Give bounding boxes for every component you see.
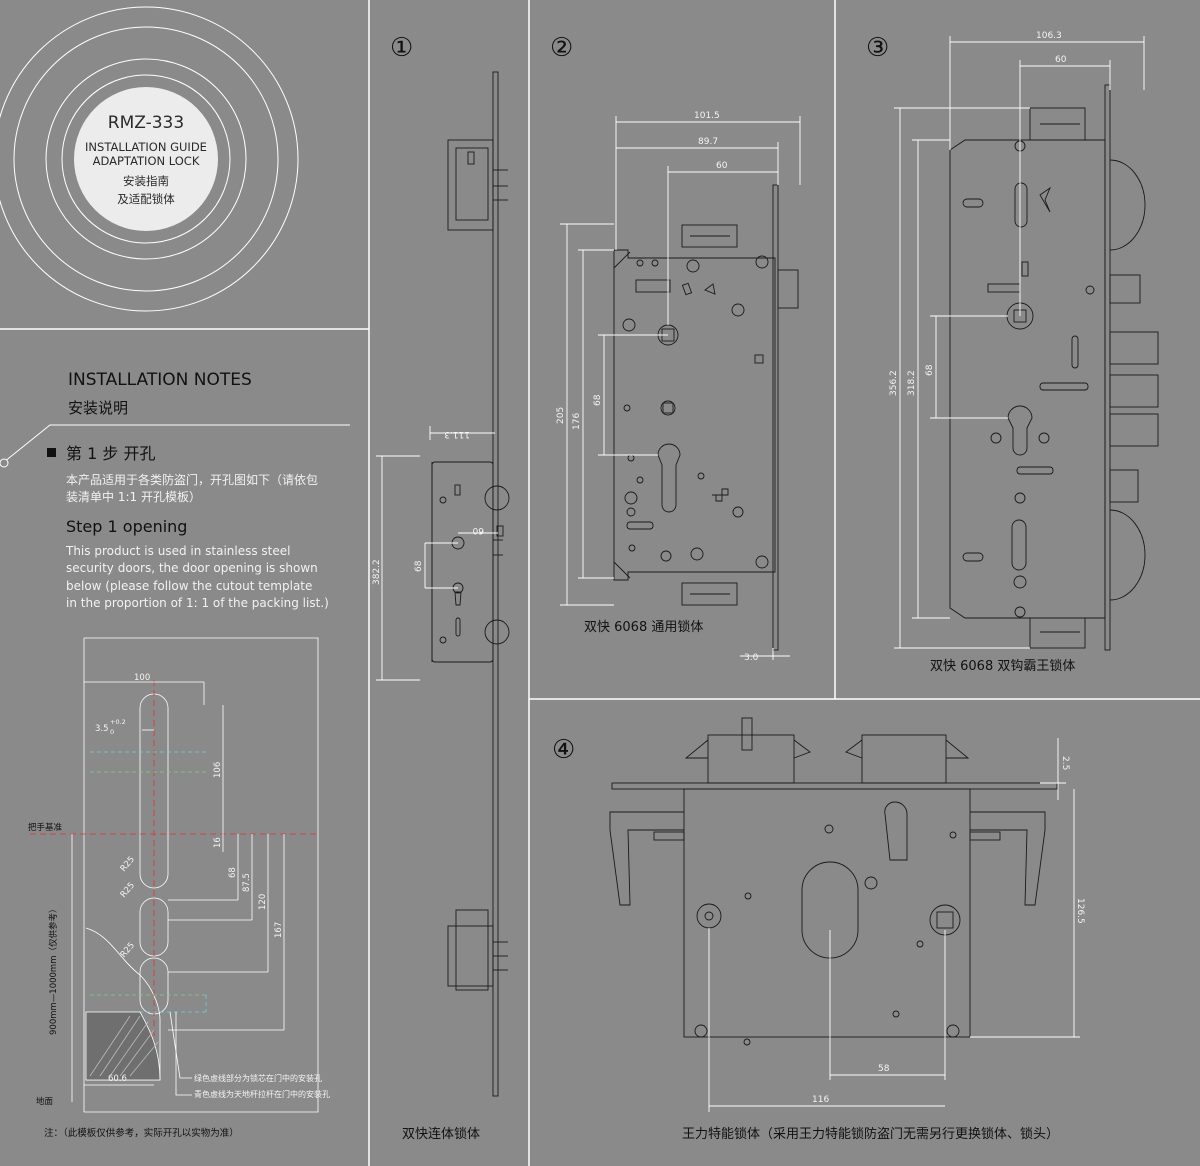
panel2-drawing xyxy=(560,116,801,660)
dim-167: 167 xyxy=(274,922,284,938)
panel1-dim-382-2: 382.2 xyxy=(372,559,382,585)
panel2-caption: 双快 6068 通用锁体 xyxy=(584,619,703,635)
dim-120: 120 xyxy=(258,894,268,910)
desc-en-2: security doors, the door opening is show… xyxy=(66,561,318,575)
step-cn: 第 1 步 开孔 xyxy=(66,444,155,463)
dim-100: 100 xyxy=(134,673,150,683)
dim-r25a: R25 xyxy=(119,855,137,874)
panel1-number: ① xyxy=(390,33,413,63)
panel4-caption: 王力特能锁体（采用王力特能锁防盗门无需另行更换锁体、锁头） xyxy=(682,1126,1059,1142)
dim-16: 16 xyxy=(213,837,223,848)
height-range: 900mm—1000mm（仅供参考） xyxy=(48,905,59,1035)
panel2-dim-176: 176 xyxy=(572,413,582,430)
panel3-dim-318-2: 318.2 xyxy=(907,370,917,396)
panel4-dim-2-5: 2.5 xyxy=(1060,756,1070,770)
panel2-dim-60: 60 xyxy=(716,161,728,171)
step-en: Step 1 opening xyxy=(66,517,187,536)
desc-en-1: This product is used in stainless steel xyxy=(65,544,290,558)
panel2-number: ② xyxy=(550,33,573,63)
panel2-dim-101-5: 101.5 xyxy=(694,111,720,121)
panel2-dim-68: 68 xyxy=(593,394,603,406)
panel4-number: ④ xyxy=(552,735,575,765)
dim-3-5: 3.5 xyxy=(95,724,109,734)
panel3-caption: 双快 6068 双钩霸王锁体 xyxy=(930,658,1075,674)
dim-68: 68 xyxy=(228,867,238,878)
panel3-drawing xyxy=(894,36,1159,651)
ground-label: 地面 xyxy=(36,1096,54,1107)
panel1-labels: ① 111.3 60 382.2 68 双快连体锁体 xyxy=(372,33,484,1142)
panel4-dim-126-5: 126.5 xyxy=(1075,898,1085,924)
green-note: 绿色虚线部分为锁芯在门中的安装孔 xyxy=(194,1073,322,1083)
panel2-dim-205: 205 xyxy=(556,407,566,424)
panel1-dim-68: 68 xyxy=(414,560,424,572)
panel3-dim-68: 68 xyxy=(925,364,935,376)
badge-line1: INSTALLATION GUIDE xyxy=(85,140,207,154)
panel4-dim-58: 58 xyxy=(878,1064,890,1074)
installation-notes: INSTALLATION NOTES 安装说明 第 1 步 开孔 本产品适用于各… xyxy=(0,370,350,610)
dim-87-5: 87.5 xyxy=(242,873,252,892)
dim-plus: +0.2 xyxy=(110,718,126,726)
panel4-labels: ④ 2.5 126.5 58 116 王力特能锁体（采用王力特能锁防盗门无需另行… xyxy=(552,735,1085,1142)
badge-line4: 及适配锁体 xyxy=(117,192,175,206)
panel1-caption: 双快连体锁体 xyxy=(402,1126,480,1142)
panel3-dim-106-3: 106.3 xyxy=(1036,31,1062,41)
dim-r25b: R25 xyxy=(119,881,137,900)
desc-cn-2: 装清单中 1:1 开孔模板） xyxy=(66,489,201,504)
handle-ref: 把手基准 xyxy=(28,822,63,833)
panel1-drawing xyxy=(376,71,510,1097)
panel3-labels: ③ 106.3 60 356.2 318.2 68 双快 6068 双钩霸王锁体 xyxy=(866,31,1075,674)
panel1-dim-60: 60 xyxy=(472,525,484,535)
notes-title-en: INSTALLATION NOTES xyxy=(68,370,252,390)
panel4-dim-116: 116 xyxy=(812,1095,829,1105)
panel3-dim-356-2: 356.2 xyxy=(889,370,899,396)
panel2-dim-3-0: 3.0 xyxy=(744,653,759,663)
panel2-dim-89-7: 89.7 xyxy=(698,137,718,147)
bullet-square xyxy=(47,448,56,457)
dim-60-6: 60.6 xyxy=(108,1074,127,1084)
model-badge: RMZ-333 INSTALLATION GUIDE ADAPTATION LO… xyxy=(0,6,299,312)
panel3-number: ③ xyxy=(866,33,889,63)
panel1-dim-111-3: 111.3 xyxy=(444,429,470,439)
badge-line2: ADAPTATION LOCK xyxy=(93,154,200,168)
cyan-note: 青色虚线为天地杆拉杆在门中的安装孔 xyxy=(194,1089,330,1099)
desc-cn-1: 本产品适用于各类防盗门，开孔图如下（请依包 xyxy=(66,472,318,487)
panel4-drawing xyxy=(609,717,1080,1112)
panel2-labels: ② 101.5 89.7 60 205 176 68 3.0 双快 6068 通… xyxy=(550,33,759,663)
dim-0: 0 xyxy=(110,728,114,736)
desc-en-3: below (please follow the cutout template xyxy=(66,579,312,593)
dim-r25c: R25 xyxy=(119,941,137,960)
notes-title-cn: 安装说明 xyxy=(68,399,128,417)
dim-106: 106 xyxy=(213,762,223,778)
footnote: 注：（此模板仅供参考，实际开孔以实物为准） xyxy=(44,1127,239,1139)
desc-en-4: in the proportion of 1: 1 of the packing… xyxy=(66,596,329,610)
panel3-dim-60: 60 xyxy=(1055,55,1067,65)
cutout-template xyxy=(30,637,319,1113)
badge-line3: 安装指南 xyxy=(123,174,169,188)
badge-model: RMZ-333 xyxy=(108,113,184,133)
